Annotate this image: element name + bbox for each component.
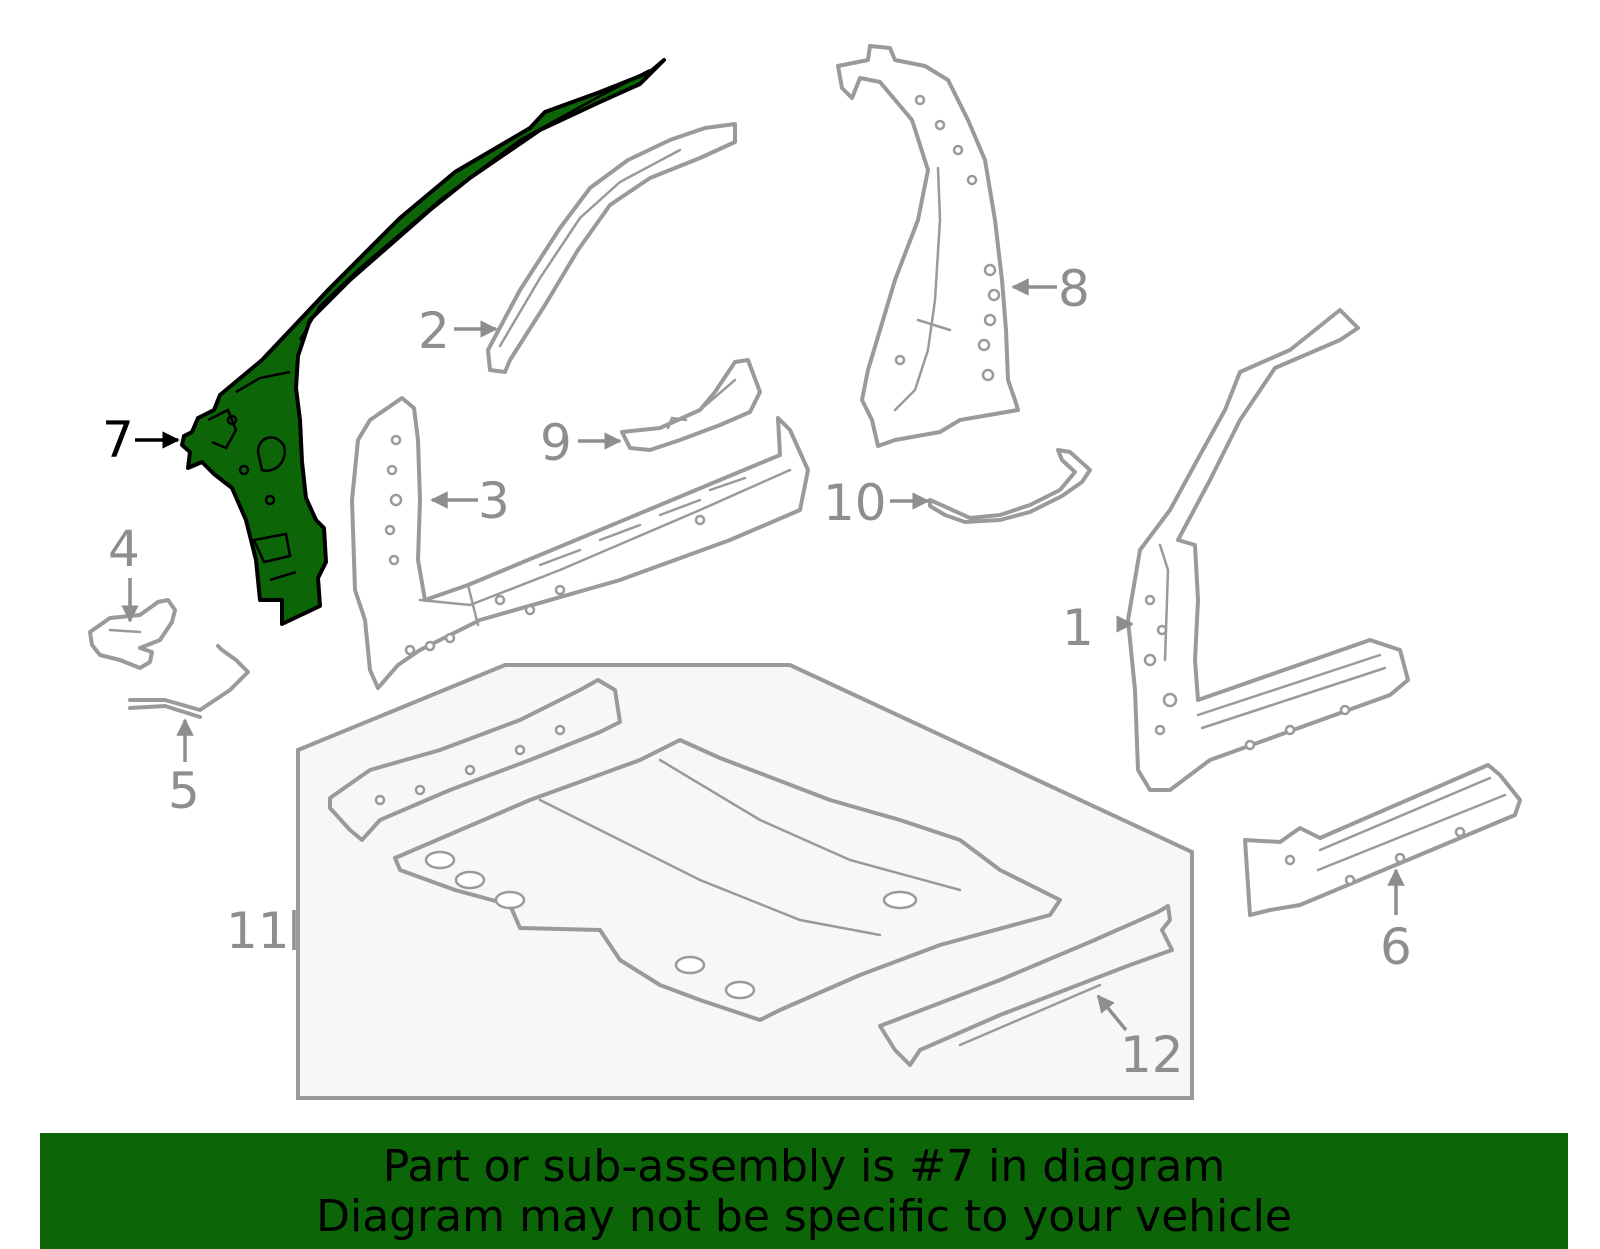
callout-12[interactable]: 12	[1120, 1026, 1184, 1084]
floor-pan[interactable]	[393, 738, 1062, 1022]
callout-7[interactable]: 7	[102, 411, 134, 469]
callout-9[interactable]: 9	[540, 414, 572, 472]
part-2-pillar-reinforcement[interactable]	[486, 122, 737, 374]
callout-1[interactable]: 1	[1062, 599, 1094, 657]
callout-3[interactable]: 3	[478, 472, 510, 530]
part-12-rear-cross-member[interactable]	[878, 904, 1174, 1067]
callout-6[interactable]: 6	[1380, 918, 1412, 976]
floor-assembly-inset	[296, 663, 1194, 1100]
callouts: 1 2 3 4 5 6 7 8 9 10 11 12	[102, 260, 1412, 1084]
part-6-rocker-reinforcement[interactable]	[1243, 763, 1522, 917]
callout-8[interactable]: 8	[1058, 260, 1090, 318]
banner-line-part: Part or sub-assembly is #7 in diagram	[382, 1141, 1226, 1192]
part-10-wire-bracket[interactable]	[928, 448, 1092, 524]
leader-12	[1096, 994, 1128, 1032]
callout-4[interactable]: 4	[108, 520, 140, 578]
part-8-center-pillar[interactable]	[836, 44, 1020, 448]
part-5-rod[interactable]	[128, 644, 250, 719]
banner-line-disclaimer: Diagram may not be specific to your vehi…	[316, 1191, 1292, 1242]
part-9-bracket[interactable]	[620, 358, 762, 452]
callout-5[interactable]: 5	[168, 762, 200, 820]
part-1-body-side-outer[interactable]	[1126, 308, 1410, 792]
callout-10[interactable]: 10	[823, 474, 887, 532]
floor-cross-member-front[interactable]	[328, 678, 622, 842]
parts-diagram: 1 2 3 4 5 6 7 8 9 10 11 12	[88, 44, 1522, 1100]
leader-lines	[121, 278, 1405, 1032]
part-7-pillar-highlighted[interactable]	[180, 58, 666, 626]
info-banner: Part or sub-assembly is #7 in diagram Di…	[40, 1133, 1568, 1249]
callout-2[interactable]: 2	[418, 302, 450, 360]
part-3-inner-pillar-rocker[interactable]	[350, 396, 810, 690]
callout-11[interactable]: 11	[226, 902, 290, 960]
part-4-small-bracket[interactable]	[88, 598, 177, 670]
